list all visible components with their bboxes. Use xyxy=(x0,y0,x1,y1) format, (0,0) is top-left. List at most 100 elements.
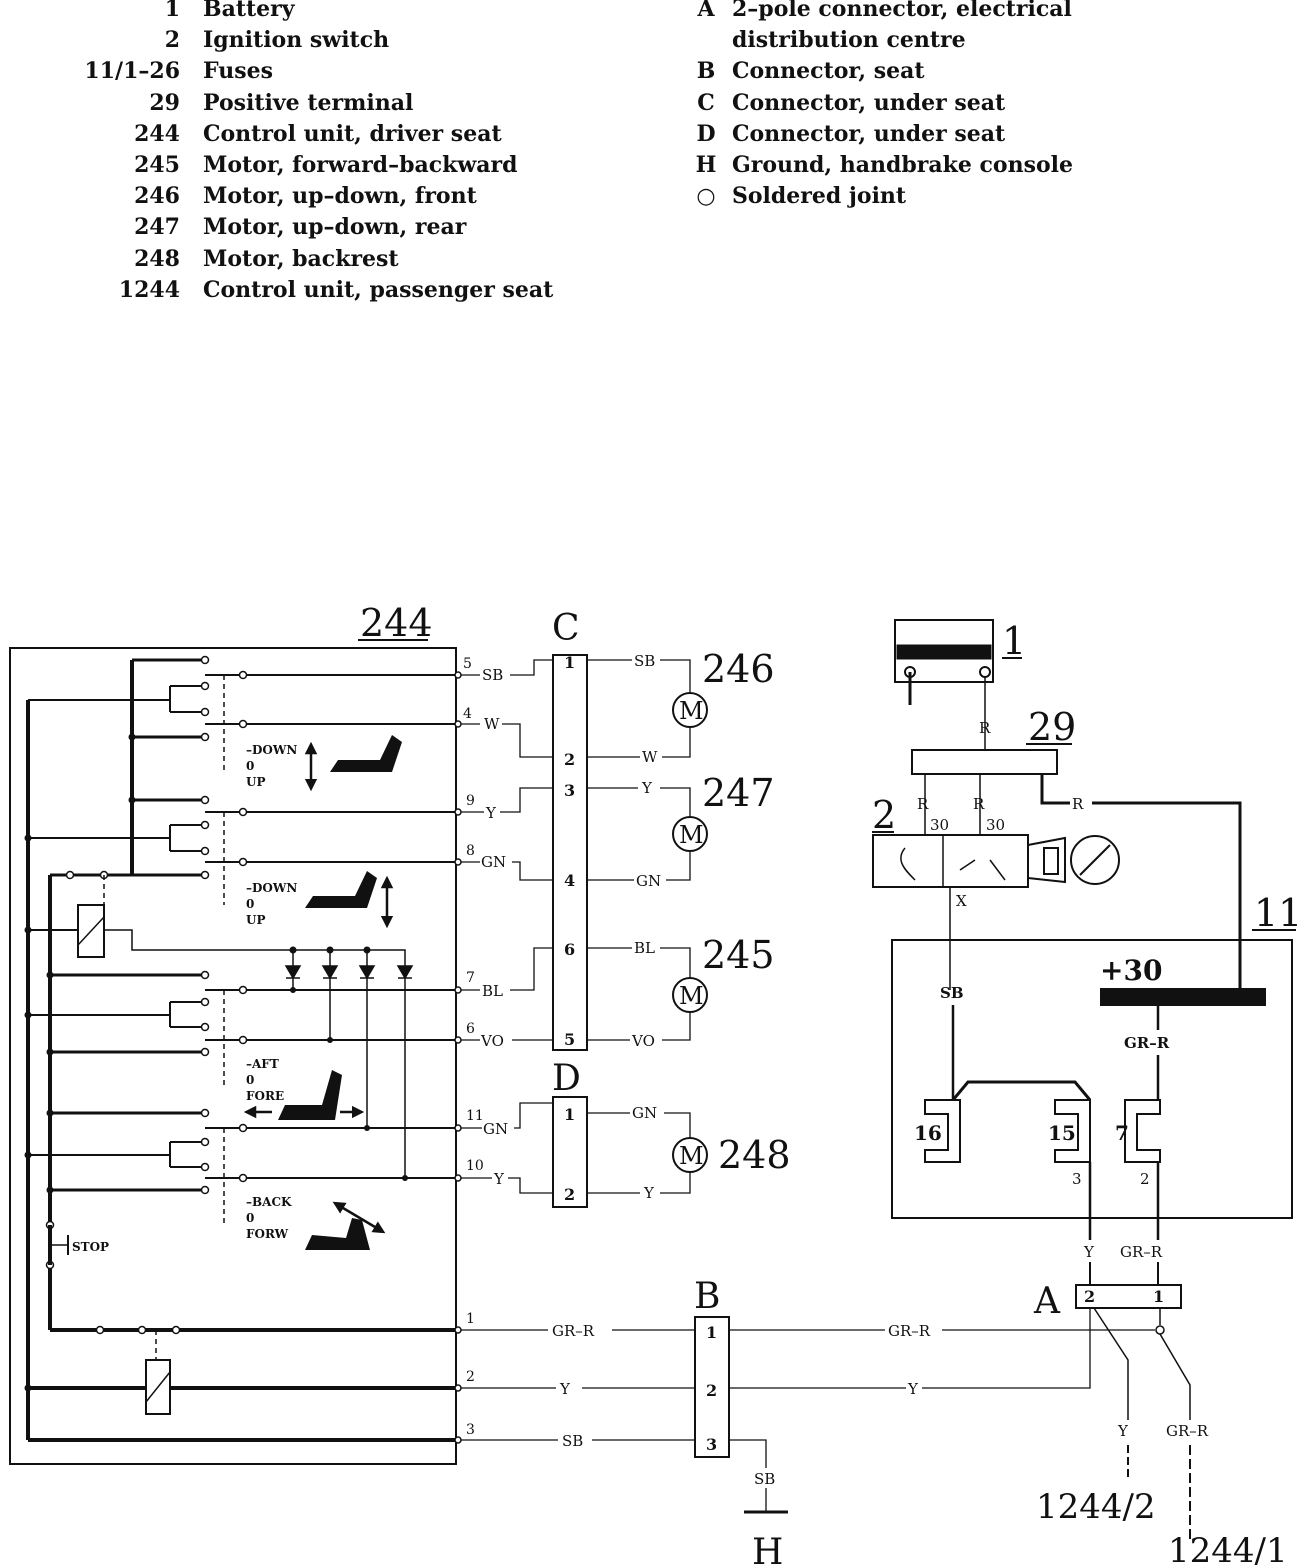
svg-text:246: 246 xyxy=(702,647,775,691)
svg-text:Y: Y xyxy=(907,1380,919,1398)
motor-246: M 246 SB W xyxy=(634,647,775,766)
connector-d: D 1 2 xyxy=(552,1058,588,1208)
s3-label-c: FORE xyxy=(246,1089,284,1103)
s4-label-c: FORW xyxy=(246,1227,289,1241)
svg-text:+30: +30 xyxy=(1100,954,1162,987)
svg-text:M: M xyxy=(679,1142,704,1170)
svg-text:W: W xyxy=(484,715,500,733)
svg-text:4: 4 xyxy=(463,706,472,722)
legend-desc: Motor, forward–backward xyxy=(203,151,518,178)
legend-desc: Ground, handbrake console xyxy=(732,151,1073,178)
svg-text:W: W xyxy=(642,748,658,766)
svg-text:SB: SB xyxy=(634,652,655,670)
svg-text:Y: Y xyxy=(559,1380,571,1398)
svg-text:Y: Y xyxy=(1083,1243,1095,1261)
legend-code: C xyxy=(697,89,715,116)
svg-text:245: 245 xyxy=(702,933,775,977)
svg-text:247: 247 xyxy=(702,771,775,815)
legend-code: 2 xyxy=(164,27,180,54)
svg-text:2: 2 xyxy=(706,1381,717,1400)
svg-text:2: 2 xyxy=(1140,1170,1150,1188)
svg-text:4: 4 xyxy=(564,871,575,890)
svg-text:3: 3 xyxy=(1072,1170,1082,1188)
svg-text:GN: GN xyxy=(632,1104,657,1122)
motor-wires xyxy=(587,659,691,1194)
svg-text:Y: Y xyxy=(641,779,653,797)
legend-code: 11/1–26 xyxy=(84,58,180,85)
motor-247: M 247 Y GN xyxy=(636,771,775,890)
svg-text:30: 30 xyxy=(930,816,949,834)
svg-text:M: M xyxy=(679,821,704,849)
legend-desc: Connector, under seat xyxy=(732,120,1006,147)
control-unit-244 xyxy=(9,647,462,1465)
svg-text:M: M xyxy=(679,982,704,1010)
ignition-switch-2: 2 30 30 X xyxy=(872,793,1120,990)
svg-text:VO: VO xyxy=(480,1032,504,1050)
svg-text:GR–R: GR–R xyxy=(1124,1034,1170,1052)
legend-desc: Ignition switch xyxy=(203,27,390,54)
s2-label-b: 0 xyxy=(246,897,254,911)
svg-text:3: 3 xyxy=(706,1435,717,1454)
legend-row: ○Soldered joint xyxy=(694,181,1294,212)
legend-code: 247 xyxy=(134,214,180,241)
svg-text:Y: Y xyxy=(485,804,497,822)
svg-text:248: 248 xyxy=(718,1133,791,1177)
legend-row: distribution centre xyxy=(694,25,1294,56)
svg-text:SB: SB xyxy=(940,984,964,1002)
legend-desc: Motor, up–down, rear xyxy=(203,214,467,241)
legend-desc: Battery xyxy=(203,0,295,22)
svg-text:2: 2 xyxy=(872,793,896,837)
svg-text:BL: BL xyxy=(634,939,655,957)
svg-text:X: X xyxy=(956,892,967,910)
svg-text:1: 1 xyxy=(564,653,575,672)
svg-text:11: 11 xyxy=(466,1108,484,1124)
legend-code: 1244 xyxy=(118,276,180,303)
s2-label-c: UP xyxy=(246,913,266,927)
legend-code: A xyxy=(697,0,715,22)
legend-code: ○ xyxy=(696,183,716,210)
legend-code: 29 xyxy=(149,89,180,116)
svg-text:8: 8 xyxy=(466,843,475,859)
legend-row: 2 Ignition switch xyxy=(0,25,620,56)
svg-text:29: 29 xyxy=(1028,705,1076,749)
svg-text:16: 16 xyxy=(914,1121,942,1145)
svg-text:M: M xyxy=(679,697,704,725)
svg-text:1: 1 xyxy=(466,1311,475,1327)
svg-text:5: 5 xyxy=(463,656,472,672)
svg-text:2: 2 xyxy=(466,1369,475,1385)
svg-text:Y: Y xyxy=(493,1170,505,1188)
svg-text:GN: GN xyxy=(636,872,661,890)
svg-text:7: 7 xyxy=(466,970,475,986)
svg-text:D: D xyxy=(552,1058,581,1099)
svg-text:GR–R: GR–R xyxy=(552,1322,595,1340)
svg-text:SB: SB xyxy=(754,1470,775,1488)
battery-1: 1 R xyxy=(894,619,1026,750)
svg-text:1: 1 xyxy=(564,1105,575,1124)
svg-text:2: 2 xyxy=(564,1185,575,1204)
svg-text:GR–R: GR–R xyxy=(1120,1243,1163,1261)
legend-row: 247 Motor, up–down, rear xyxy=(0,212,620,243)
svg-text:5: 5 xyxy=(564,1030,575,1049)
legend-desc: Control unit, driver seat xyxy=(203,120,502,147)
motor-248: M 248 GN Y xyxy=(632,1104,791,1202)
svg-text:3: 3 xyxy=(564,781,575,800)
svg-text:B: B xyxy=(694,1276,720,1317)
svg-text:GN: GN xyxy=(481,853,506,871)
svg-text:BL: BL xyxy=(482,982,503,1000)
svg-text:GR–R: GR–R xyxy=(888,1322,931,1340)
cu-244-label: 244 xyxy=(360,601,433,645)
s3-label-b: 0 xyxy=(246,1073,254,1087)
s2-label-a: –DOWN xyxy=(246,881,297,895)
